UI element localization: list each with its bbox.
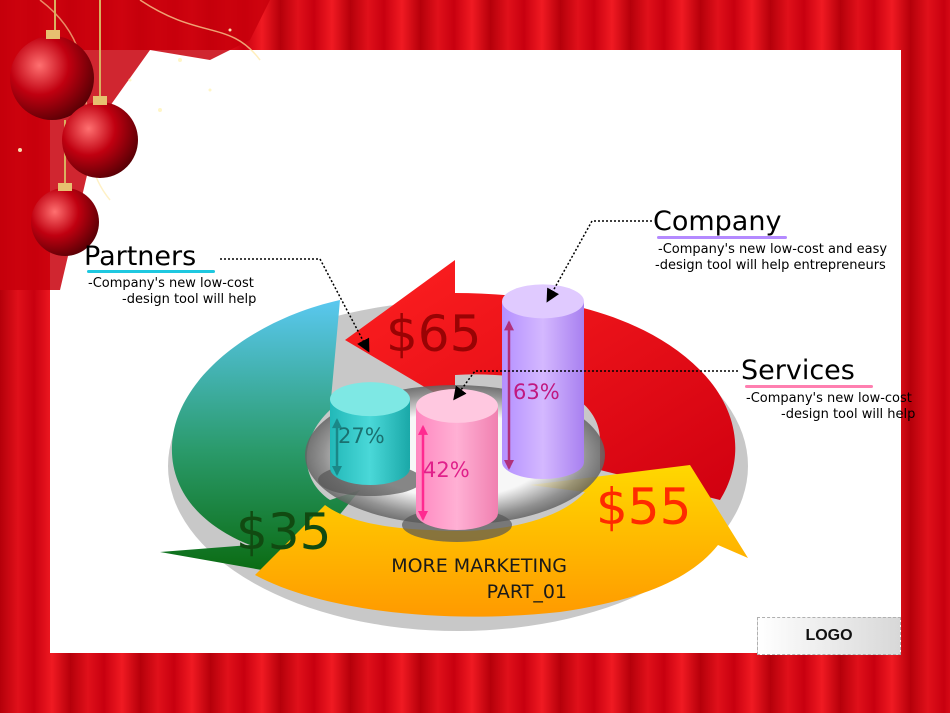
- value-label-top: $65: [386, 305, 482, 363]
- partners-underline: [87, 270, 215, 273]
- cylinder-services-top: [416, 388, 498, 423]
- value-label-left: $35: [236, 503, 332, 561]
- services-leader: [453, 370, 738, 401]
- christmas-ornament-decoration: [0, 0, 270, 290]
- logo-placeholder: LOGO: [757, 617, 901, 655]
- cylinder-partners-arrowhead-top: [332, 418, 342, 429]
- cylinder-partners-top: [330, 382, 410, 417]
- cylinder-company-body: [502, 301, 584, 479]
- services-title: Services: [741, 355, 855, 386]
- diagram-center-title: MORE MARKETING PART_01: [330, 553, 567, 605]
- services-desc-1: -Company's new low-cost: [746, 391, 912, 406]
- ornament-ball: [10, 36, 94, 120]
- bar-label-partners: 27%: [338, 424, 385, 448]
- cylinder-services-arrowhead-top: [418, 424, 428, 435]
- cylinder-partners-arrowhead-bottom: [332, 466, 342, 476]
- cylinder-services-body: [416, 405, 498, 530]
- partners-leader: [220, 258, 370, 353]
- cylinder-services: [416, 388, 498, 530]
- cylinder-partners-body: [330, 399, 410, 485]
- cylinder-services-arrowhead-bottom: [418, 511, 428, 521]
- center-title-line-2: PART_01: [486, 581, 567, 603]
- partners-desc-2: -design tool will help: [122, 292, 257, 307]
- company-title: Company: [653, 206, 782, 237]
- company-desc-1: -Company's new low-cost and easy: [658, 242, 888, 257]
- bar-label-company: 63%: [513, 380, 560, 404]
- cylinder-company-arrowhead-bottom: [504, 460, 514, 470]
- cycle-segment-bottom: [255, 465, 748, 617]
- ornament-ball: [31, 188, 99, 256]
- ornament-ball: [62, 102, 138, 178]
- company-leader: [546, 220, 652, 303]
- services-underline: [745, 385, 873, 388]
- company-underline: [657, 236, 787, 239]
- cylinder-company-arrowhead-top: [504, 320, 514, 331]
- cylinder-company-top: [502, 284, 584, 319]
- services-desc-2: -design tool will help: [781, 407, 916, 422]
- company-desc-2: -design tool will help entrepreneurs: [655, 258, 886, 273]
- logo-text: LOGO: [805, 627, 853, 644]
- bar-label-services: 42%: [423, 458, 470, 482]
- cylinder-company: [502, 284, 584, 479]
- partners-desc-1: -Company's new low-cost: [88, 276, 254, 291]
- center-title-line-1: MORE MARKETING: [391, 555, 567, 577]
- partners-title: Partners: [84, 241, 197, 272]
- value-label-right: $55: [596, 478, 692, 536]
- cylinder-partners: [330, 382, 410, 485]
- cycle-segment-left: [160, 300, 360, 575]
